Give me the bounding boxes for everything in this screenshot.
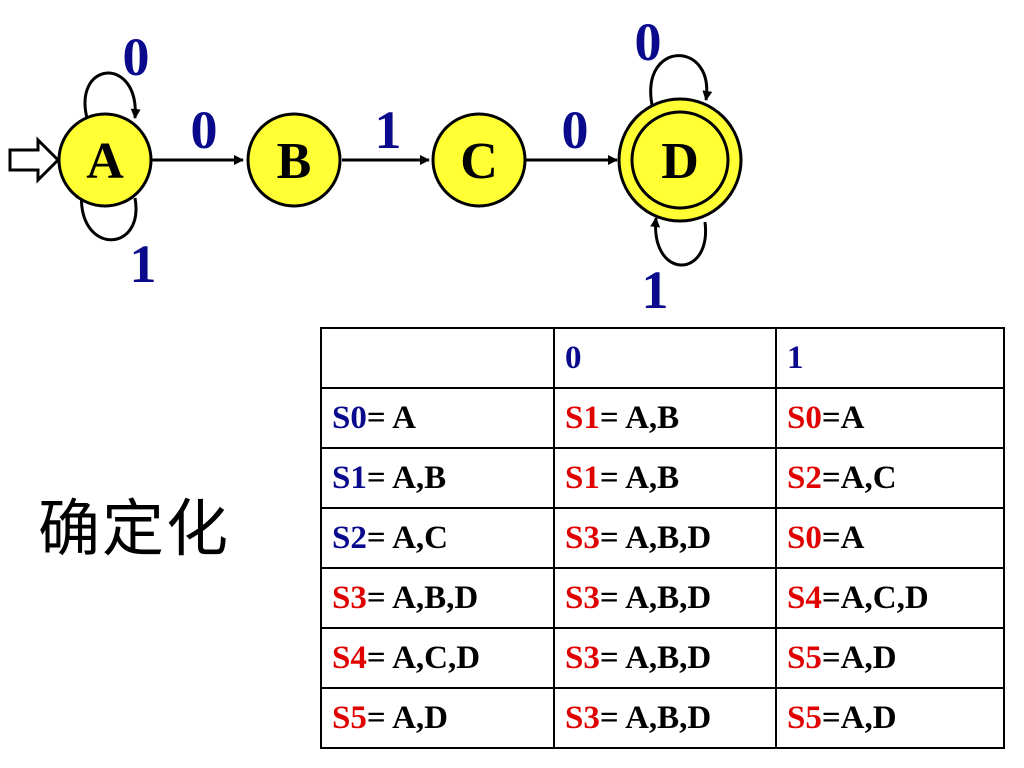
determinize-title: 确定化: [38, 492, 231, 565]
table-cell: S4= A,C,D: [320, 627, 555, 689]
table-cell: S3= A,B,D: [553, 627, 777, 689]
node-A: [57, 112, 153, 208]
state-set: = A,D: [366, 699, 449, 736]
state-set: = A,B,D: [366, 579, 479, 616]
state-set: =A: [821, 519, 865, 556]
table-cell: S0= A: [320, 387, 555, 449]
state-name: S3: [332, 579, 367, 616]
state-set: = A,C: [366, 519, 449, 556]
state-set: =A,D: [821, 639, 897, 676]
state-name: S5: [787, 699, 822, 736]
table-cell: S3= A,B,D: [320, 567, 555, 629]
table-cell: S5=A,D: [775, 687, 1005, 749]
state-set: = A,B: [366, 459, 447, 496]
table-cell: S2= A,C: [320, 507, 555, 569]
state-name: S1: [565, 399, 600, 436]
edge-D-D-1: [650, 217, 707, 267]
node-D-inner: [630, 110, 730, 210]
table-header-cell: 0: [553, 327, 777, 389]
edge-label-C-D: 0: [562, 100, 589, 160]
edge-label-A-A-1: 1: [130, 234, 157, 294]
state-name: S3: [565, 699, 600, 736]
state-name: S0: [787, 519, 822, 556]
state-name: S4: [787, 579, 822, 616]
table-cell: S3= A,B,D: [553, 567, 777, 629]
edge-A-A-0: [83, 71, 141, 123]
state-set: = A,B: [599, 399, 680, 436]
node-B: [246, 112, 342, 208]
state-set: =A,C,D: [821, 579, 929, 616]
table-cell: S0=A: [775, 387, 1005, 449]
state-set: = A,B,D: [599, 579, 712, 616]
state-set: =A,C: [821, 459, 897, 496]
state-name: S5: [332, 699, 367, 736]
table-cell: S0=A: [775, 507, 1005, 569]
state-set: = A,B,D: [599, 639, 712, 676]
state-name: S4: [332, 639, 367, 676]
state-set: =A: [821, 399, 865, 436]
table-cell: S3= A,B,D: [553, 687, 777, 749]
header-label: 0: [565, 339, 582, 376]
state-name: S2: [332, 519, 367, 556]
edge-label-B-C: 1: [375, 100, 402, 160]
table-cell: S5= A,D: [320, 687, 555, 749]
node-C: [431, 112, 527, 208]
state-name: S1: [565, 459, 600, 496]
state-set: = A,C,D: [366, 639, 481, 676]
edge-label-A-B: 0: [191, 100, 218, 160]
table-cell: S2=A,C: [775, 447, 1005, 509]
edge-A-A-1: [76, 189, 138, 242]
state-set: = A: [366, 399, 416, 436]
state-set: = A,B,D: [599, 699, 712, 736]
state-name: S1: [332, 459, 367, 496]
state-set: = A,B,D: [599, 519, 712, 556]
state-name: S2: [787, 459, 822, 496]
table-cell: S1= A,B: [553, 387, 777, 449]
table-header-cell: 1: [775, 327, 1005, 389]
table-cell: S1= A,B: [553, 447, 777, 509]
nfa-diagram: A B C D 0 1 0 1 0 0 1: [8, 12, 743, 320]
start-arrow: [8, 136, 61, 184]
state-set: = A,B: [599, 459, 680, 496]
table-cell: S3= A,B,D: [553, 507, 777, 569]
table-cell: S1= A,B: [320, 447, 555, 509]
node-label-C: C: [460, 133, 498, 190]
node-label-A: A: [86, 133, 124, 190]
state-set: =A,D: [821, 699, 897, 736]
state-name: S0: [332, 399, 367, 436]
state-name: S0: [787, 399, 822, 436]
state-name: S5: [787, 639, 822, 676]
node-label-D: D: [661, 133, 699, 190]
state-name: S3: [565, 519, 600, 556]
state-name: S3: [565, 579, 600, 616]
header-label: 1: [787, 339, 804, 376]
edge-label-D-D-1: 1: [642, 260, 669, 320]
node-D-outer: [617, 97, 743, 223]
edge-label-D-D-0: 0: [635, 12, 662, 72]
table-header-cell: [320, 327, 555, 389]
node-label-B: B: [277, 133, 312, 190]
edge-label-A-A-0: 0: [123, 27, 150, 87]
edge-D-D-0: [649, 54, 713, 106]
state-name: S3: [565, 639, 600, 676]
table-cell: S4=A,C,D: [775, 567, 1005, 629]
table-cell: S5=A,D: [775, 627, 1005, 689]
